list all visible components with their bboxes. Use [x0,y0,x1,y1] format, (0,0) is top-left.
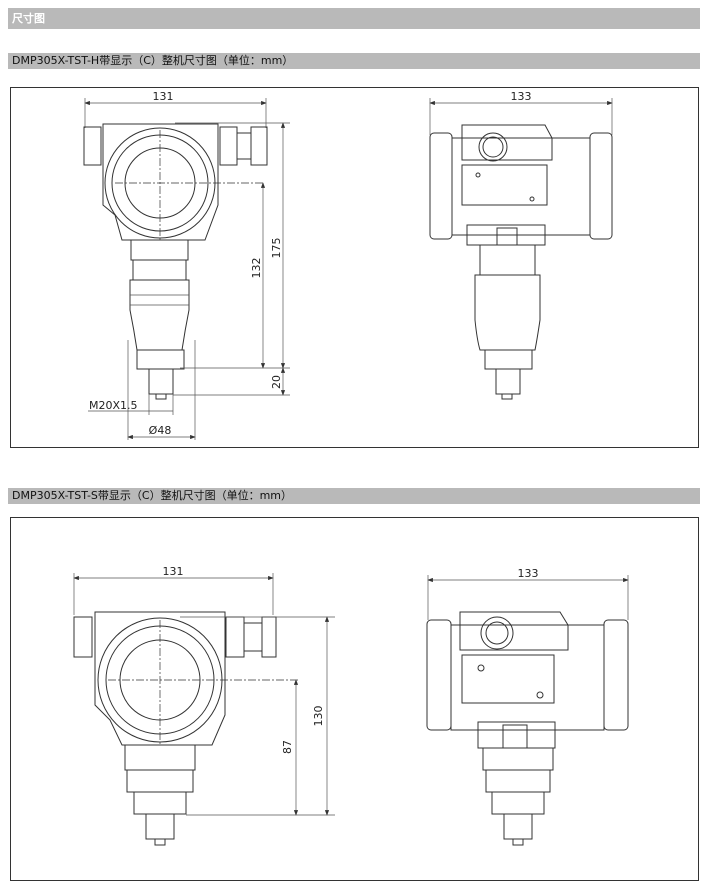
dim-width: 133 [518,567,539,580]
thread-label: M20X1.5 [89,399,138,412]
front-view-s: 131 130 87 [73,565,335,846]
dim-width: 133 [511,90,532,103]
drawing-box-s [10,517,699,881]
dim-thread-length: 20 [270,375,283,389]
dim-height-total: 130 [312,706,325,727]
dim-width: 131 [163,565,184,578]
dim-width: 131 [153,90,174,103]
drawing-box-h [10,87,699,448]
drawing-title-h: DMP305X-TST-H带显示（C）整机尺寸图（单位：mm） [8,53,700,69]
drawing-title-s: DMP305X-TST-S带显示（C）整机尺寸图（单位：mm） [8,488,700,504]
front-view-h: 131 175 132 20 M20X1.5 Ø48 [83,90,290,440]
section-header: 尺寸图 [8,8,700,29]
dim-height-total: 175 [270,238,283,259]
rear-view-s: 133 [426,567,629,846]
dim-height-center: 132 [250,258,263,279]
rear-view-h: 133 [429,90,613,400]
dim-height-center: 87 [281,740,294,754]
dim-diameter: Ø48 [149,424,172,437]
